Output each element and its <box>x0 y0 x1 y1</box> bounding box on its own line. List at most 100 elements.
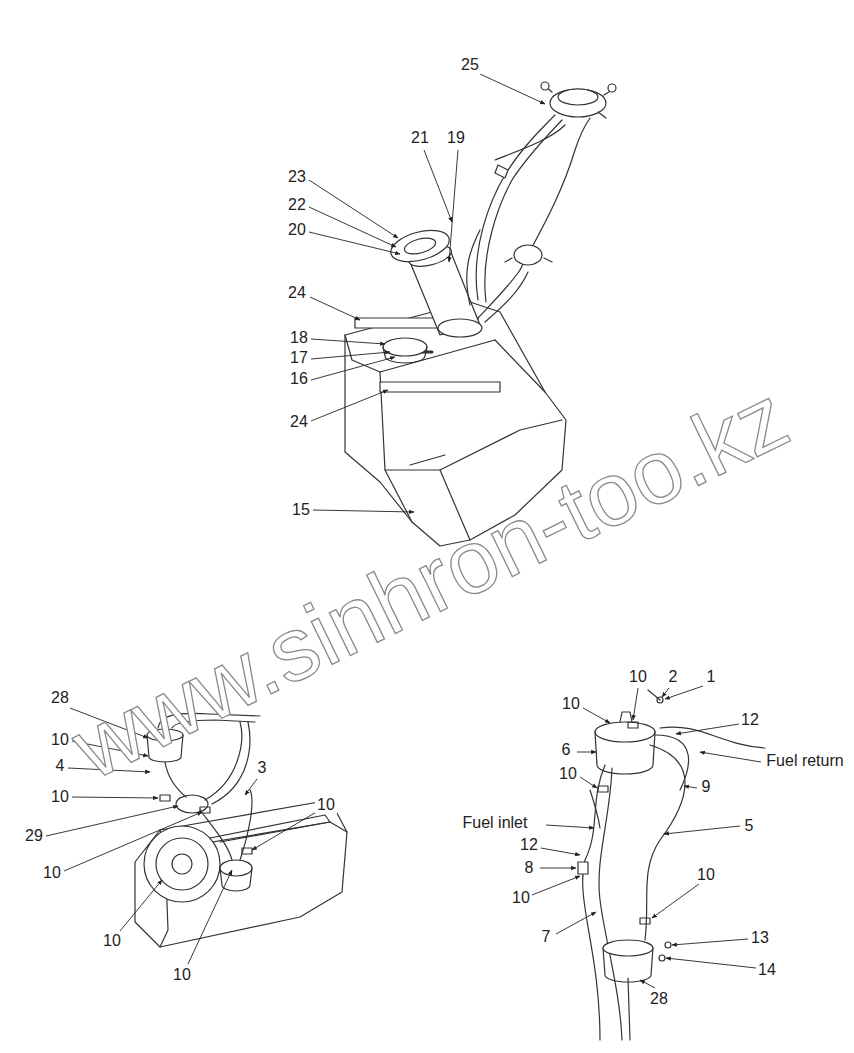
hose-assembly-part <box>659 955 665 961</box>
hose-assembly-part <box>665 942 671 948</box>
callout-number: 2 <box>667 668 680 686</box>
hose-assembly-part <box>628 978 630 1040</box>
flow-label: Fuel inlet <box>461 814 530 832</box>
leader-lines-part <box>72 797 158 798</box>
leader-lines-part <box>188 870 232 964</box>
leader-lines <box>46 74 761 988</box>
callout-number: 24 <box>286 284 308 302</box>
leader-lines-part <box>252 811 318 850</box>
top-tank-assembly-part <box>380 382 500 392</box>
hose-assembly <box>578 690 765 1040</box>
top-tank-assembly-part <box>383 338 427 356</box>
callout-number: 8 <box>523 859 536 877</box>
left-tank-assembly-part <box>156 838 208 890</box>
leader-lines-part <box>449 150 458 262</box>
leader-lines-part <box>480 74 545 104</box>
leader-lines-part <box>633 688 638 720</box>
callout-number: 10 <box>49 788 71 806</box>
leader-lines-part <box>311 357 395 380</box>
leader-lines-part <box>580 777 597 788</box>
hose-assembly-part <box>599 768 622 1040</box>
hose-assembly-part <box>628 722 638 728</box>
hose-assembly-part <box>590 790 600 828</box>
leader-lines-part <box>684 786 697 788</box>
callout-number: 10 <box>41 864 63 882</box>
hose-assembly-part <box>620 712 632 722</box>
leader-lines-part <box>313 510 414 512</box>
leader-lines-part <box>540 868 576 869</box>
left-tank-assembly-part <box>220 860 252 876</box>
top-tank-assembly-part <box>514 245 542 265</box>
callout-number: 6 <box>560 741 573 759</box>
leader-lines-part <box>541 848 580 855</box>
left-tank-assembly-part <box>135 800 347 947</box>
leader-lines-part <box>662 688 669 697</box>
callout-number: 10 <box>171 966 193 984</box>
hose-assembly-part <box>603 948 653 982</box>
callout-number: 17 <box>288 349 310 367</box>
leader-lines-part <box>665 686 703 699</box>
leader-lines-part <box>309 207 396 247</box>
left-tank-assembly-part <box>176 795 208 813</box>
left-tank-assembly-part <box>165 762 186 797</box>
left-tank-assembly-part <box>220 868 252 891</box>
hose-assembly-part <box>578 862 588 874</box>
callout-number: 10 <box>510 889 532 907</box>
callout-number: 22 <box>286 196 308 214</box>
top-tank-assembly-part <box>550 89 606 117</box>
callout-number: 28 <box>648 990 670 1008</box>
top-tank-assembly-part <box>383 347 427 363</box>
top-tank-assembly-part <box>608 84 616 92</box>
callout-number: 7 <box>540 928 553 946</box>
top-tank-assembly-part <box>387 225 452 268</box>
leader-lines-part <box>311 390 388 421</box>
top-tank-assembly-part <box>380 372 412 522</box>
leader-lines-part <box>309 232 400 254</box>
leader-lines-part <box>46 806 178 836</box>
top-tank-assembly-part <box>495 125 565 160</box>
leader-lines-part <box>120 880 162 931</box>
leader-lines-part <box>532 876 580 895</box>
callout-number: 12 <box>518 836 540 854</box>
hose-assembly-part <box>645 745 685 940</box>
callout-number: 10 <box>315 796 337 814</box>
flow-label: Fuel return <box>764 752 845 770</box>
leader-lines-part <box>666 958 756 968</box>
callout-number: 19 <box>445 129 467 147</box>
callout-number: 5 <box>743 817 756 835</box>
callout-number: 21 <box>409 129 431 147</box>
leader-lines-part <box>676 724 739 734</box>
top-tank-assembly-part <box>505 258 552 262</box>
leader-lines-part <box>652 884 699 918</box>
leader-lines-part <box>64 812 202 871</box>
top-tank-assembly-part <box>440 420 562 470</box>
hose-assembly-part <box>595 722 655 742</box>
callout-number: 24 <box>288 413 310 431</box>
left-tank-assembly-part <box>144 826 220 902</box>
hose-assembly-part <box>583 765 605 1040</box>
callout-number: 3 <box>256 759 269 777</box>
callout-number: 10 <box>101 932 123 950</box>
leader-lines-part <box>664 826 740 834</box>
hose-assembly-part <box>640 918 650 924</box>
callout-number: 4 <box>54 757 67 775</box>
leader-lines-part <box>311 339 385 344</box>
callout-number: 18 <box>288 329 310 347</box>
left-tank-assembly-part <box>172 854 192 874</box>
callout-number: 1 <box>705 668 718 686</box>
top-tank-assembly-part <box>345 335 495 372</box>
hose-assembly-part <box>660 727 765 748</box>
callout-number: 15 <box>290 501 312 519</box>
callout-number: 16 <box>288 370 310 388</box>
hose-assembly-part <box>655 735 689 790</box>
callout-number: 14 <box>756 961 778 979</box>
leader-lines-part <box>424 150 452 222</box>
callout-number: 10 <box>560 695 582 713</box>
callout-number: 23 <box>286 168 308 186</box>
top-tank-assembly-part <box>467 230 480 305</box>
leader-lines-part <box>556 912 596 934</box>
leader-lines-part <box>546 825 594 828</box>
callout-number: 13 <box>749 929 771 947</box>
top-tank-assembly-part <box>545 86 612 118</box>
callout-number: 10 <box>627 668 649 686</box>
